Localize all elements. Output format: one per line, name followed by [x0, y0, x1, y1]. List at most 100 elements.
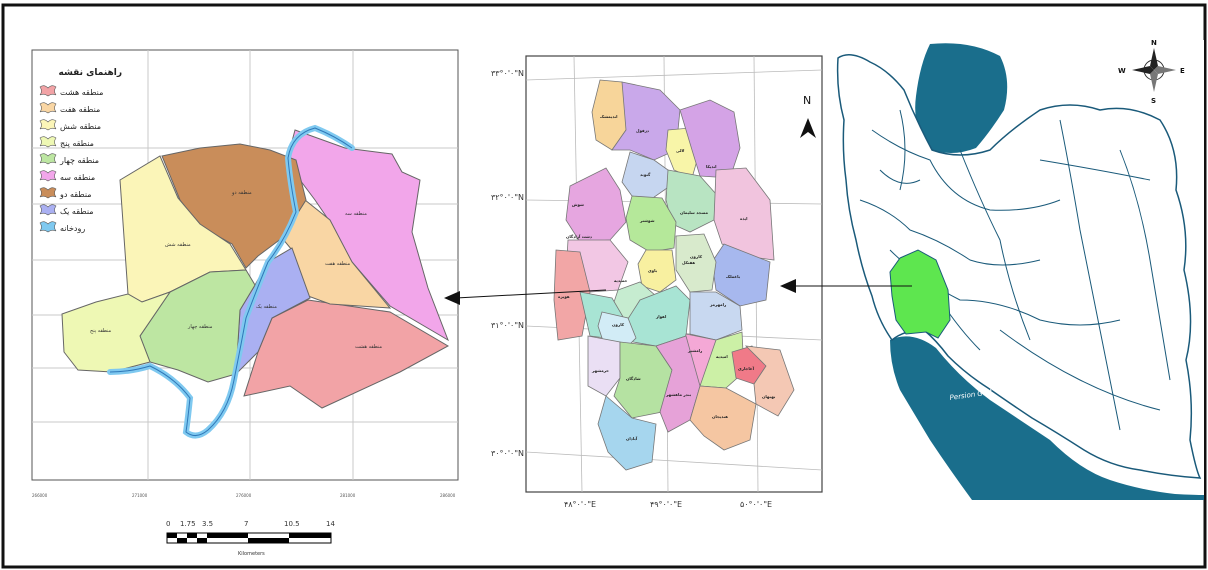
district-seven	[281, 199, 392, 309]
compass-rose-icon: N S E W	[1118, 39, 1185, 105]
persian-gulf	[890, 336, 1204, 500]
county-label: آبادان	[626, 436, 638, 441]
scale-unit: Kilometers	[238, 551, 265, 557]
legend-swatch	[39, 170, 57, 182]
legend-swatch	[39, 187, 57, 199]
county-label: خرمشهر	[591, 368, 609, 373]
county-label: رامشیر	[687, 348, 703, 353]
label-district-one: منطقه یک	[256, 304, 277, 310]
scale-label: 7	[244, 520, 248, 528]
county-bandar-mahshahr	[655, 335, 701, 433]
county-label: باغملک	[726, 274, 741, 279]
lon-label: ۴۹°۰'۰"E	[650, 500, 682, 509]
connector-arrows	[444, 279, 912, 305]
county-label: بندر ماهشهر	[665, 392, 692, 397]
county-ramhormoz	[689, 291, 743, 341]
county-abadan	[597, 395, 657, 471]
khuzestan-province-highlight	[889, 249, 951, 339]
scale-label: 1.75	[180, 520, 196, 528]
label-district-eight: منطقه هشت	[355, 344, 382, 350]
lat-label: ۳۳°۰'۰"N	[491, 69, 524, 78]
county-label: اندیمشک	[600, 114, 618, 119]
county-behbahan	[744, 345, 795, 417]
label-district-three: منطقه سه	[345, 211, 367, 217]
county-omidiyeh	[699, 331, 745, 389]
x-tick: 276000	[236, 493, 252, 498]
county-label: هفتکل	[682, 260, 695, 265]
x-tick: 281000	[340, 493, 356, 498]
lon-label: ۵۰°۰'۰"E	[740, 500, 772, 509]
county-label: اهواز	[655, 314, 667, 319]
county-masjed-soleyman	[665, 169, 717, 233]
arrow-head-icon	[780, 279, 796, 293]
legend-swatch	[39, 204, 57, 216]
river-channel	[109, 127, 353, 436]
county-hendijan	[689, 385, 757, 451]
legend-label: منطقه پنج	[60, 139, 94, 148]
county-label: کارون	[690, 254, 703, 259]
iran-outline	[836, 54, 1202, 479]
x-tick: 286000	[440, 493, 456, 498]
scale-bar: 0 1.75 3.5 7 10.5 14 Kilometers	[166, 520, 335, 557]
x-tick: 271000	[132, 493, 148, 498]
legend-label: منطقه چهار	[59, 156, 99, 165]
county-label: شادگان	[626, 376, 641, 381]
province-county-map: اندیمشک دزفول لالی اندیکا شوش گتوند مسجد…	[491, 55, 823, 509]
compass-w: W	[1118, 67, 1126, 75]
legend-swatch	[39, 221, 57, 233]
county-label: امیدیه	[716, 354, 728, 359]
city-district-map: منطقه دو منطقه سه منطقه شش منطقه هفت منط…	[31, 49, 459, 557]
legend-swatch	[39, 102, 57, 114]
caspian-sea	[915, 43, 1008, 154]
scale-label: 3.5	[202, 520, 213, 528]
north-arrow-icon: N	[800, 94, 816, 138]
legend-label: منطقه شش	[60, 122, 101, 131]
district-five	[61, 291, 172, 373]
county-label: لالی	[676, 148, 685, 153]
north-label: N	[803, 94, 811, 107]
legend-swatch	[39, 85, 57, 97]
scale-label: 0	[166, 520, 170, 528]
scale-label: 10.5	[284, 520, 300, 528]
county-label: مسجد سلیمان	[680, 210, 708, 215]
county-haftkel	[675, 233, 717, 293]
county-gotvand	[621, 151, 671, 201]
county-label: رامهرمز	[709, 302, 727, 307]
county-label: آغاجاری	[738, 366, 755, 371]
legend-swatch	[39, 119, 57, 131]
arrow-province-to-city	[455, 289, 607, 299]
compass-n: N	[1151, 39, 1157, 47]
county-label: دشت آزادگان	[566, 234, 592, 239]
legend-swatch	[39, 153, 57, 165]
county-andika	[679, 99, 741, 179]
district-three	[286, 129, 449, 342]
county-khorramshahr	[587, 335, 621, 397]
x-tick: 266000	[32, 493, 48, 498]
county-label: حمیدیه	[614, 278, 628, 283]
lon-label: ۴۸°۰'۰"E	[564, 500, 596, 509]
county-shush	[565, 167, 627, 243]
legend-swatch	[39, 136, 57, 148]
county-label: گتوند	[640, 172, 651, 177]
county-label: دزفول	[636, 128, 649, 133]
lat-label: ۳۰°۰'۰"N	[491, 449, 524, 458]
legend-label: منطقه سه	[60, 173, 95, 182]
label-district-seven: منطقه هفت	[325, 261, 350, 267]
legend-title: راهنمای نقشه	[59, 68, 122, 78]
lat-label: ۳۱°۰'۰"N	[491, 321, 524, 330]
county-label: بهبهان	[762, 394, 776, 399]
county-label: شوشتر	[639, 218, 655, 223]
label-district-six: منطقه شش	[165, 242, 191, 248]
county-label: کارون	[612, 322, 625, 327]
legend-label: رودخانه	[60, 224, 85, 233]
lat-label: ۳۲°۰'۰"N	[491, 193, 524, 202]
legend-label: منطقه هشت	[60, 88, 103, 97]
county-label: اندیکا	[706, 164, 717, 169]
county-label: باوی	[648, 268, 658, 273]
iran-location-map: Persion Gulf N S E W	[830, 39, 1204, 500]
legend-label: منطقه یک	[60, 207, 94, 216]
compass-s: S	[1151, 97, 1156, 105]
legend-label: منطقه دو	[59, 190, 92, 199]
